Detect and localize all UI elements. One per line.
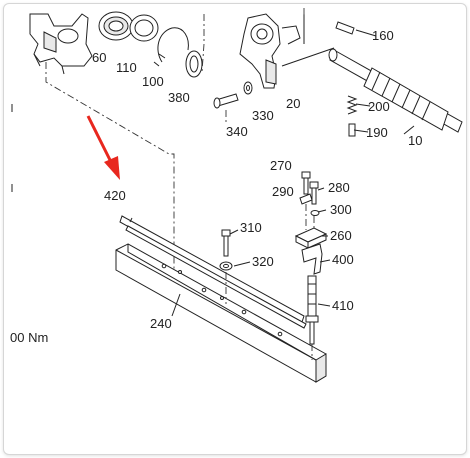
screw-340 (213, 81, 253, 109)
label-410: 410 (332, 298, 354, 313)
screw-310 (219, 229, 233, 304)
label-60: 60 (92, 50, 106, 65)
label-420: 420 (104, 188, 126, 203)
exploded-parts-diagram: 60 110 100 380 20 330 340 160 200 190 10… (10, 8, 463, 383)
label-340: 340 (226, 124, 248, 139)
housing-left (29, 13, 93, 75)
label-330: 330 (252, 108, 274, 123)
label-10: 10 (408, 133, 422, 148)
ring-380 (185, 50, 203, 78)
label-240: 240 (150, 316, 172, 331)
label-110: 110 (116, 60, 137, 75)
rail-240 (115, 243, 327, 383)
strip-420 (119, 215, 307, 329)
diagram-frame: 60 110 100 380 20 330 340 160 200 190 10… (3, 3, 467, 455)
label-100: 100 (142, 74, 164, 89)
label-260: 260 (330, 228, 352, 243)
red-arrow-indicator (86, 115, 120, 180)
block-260 (294, 227, 328, 249)
label-300: 300 (330, 202, 352, 217)
label-320: 320 (252, 254, 274, 269)
label-270: 270 (270, 158, 292, 173)
label-400: 400 (332, 252, 354, 267)
screws-270-280 (299, 171, 320, 230)
shaft-10 (281, 14, 463, 133)
circlip-100 (153, 27, 189, 67)
bracket-20 (239, 13, 301, 89)
label-310: 310 (240, 220, 262, 235)
label-280: 280 (328, 180, 350, 195)
assembly-lines (45, 8, 305, 272)
label-380: 380 (168, 90, 190, 105)
label-190: 190 (366, 125, 388, 140)
torque-note: 00 Nm (10, 330, 48, 345)
label-200: 200 (368, 99, 390, 114)
bracket-400 (301, 243, 323, 275)
bearing-110 (98, 11, 159, 42)
label-160: 160 (372, 28, 394, 43)
key-160 (335, 21, 355, 35)
spring-200 (346, 95, 358, 137)
label-290: 290 (272, 184, 294, 199)
leader-lines (129, 29, 415, 317)
label-20: 20 (286, 96, 300, 111)
pin-410 (305, 275, 319, 360)
